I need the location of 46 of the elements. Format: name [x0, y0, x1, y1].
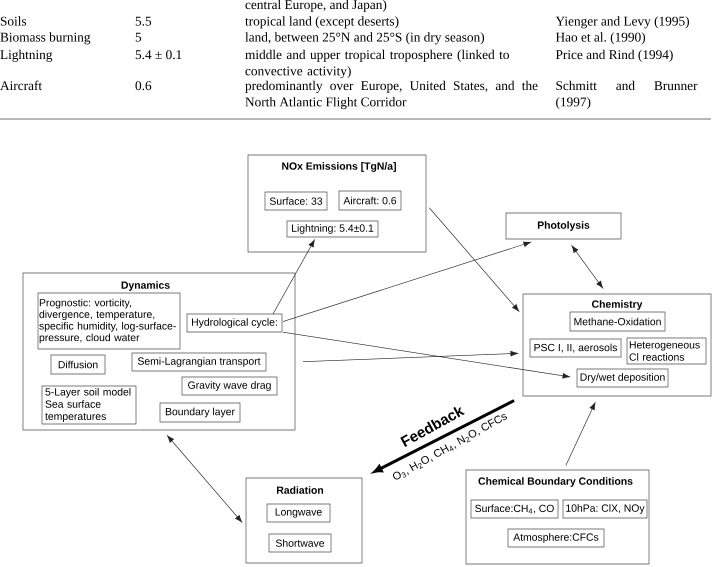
table-cell: tropical land (except deserts) [245, 16, 398, 28]
component-box: 10hPa: ClX, NOy [562, 500, 648, 518]
component-box: Longwave [266, 504, 330, 522]
component-box: Aircraft: 0.6 [338, 190, 402, 210]
table-cell: 5.5 [136, 16, 152, 26]
table-cell: Schmitt and Brunner (1997) [556, 80, 698, 110]
component-box: Prognostic: vorticity, divergence, temperature, specific humidity, log-surface-pressure, cloud water [38, 292, 180, 350]
double-arrow [167, 435, 242, 522]
component-box: Semi-Lagrangian transport [132, 352, 266, 372]
table-cell: 5 [136, 32, 142, 42]
double-arrow [572, 245, 603, 288]
table-cell: central Europe, and Japan) [246, 0, 386, 12]
component-box: Atmosphere:CFCs [508, 528, 604, 548]
component-box: Dry/wet deposition [576, 368, 668, 388]
process-box: Photolysis [506, 212, 622, 240]
component-box: Gravity wave drag [182, 376, 278, 396]
component-box: 5-Layer soil model Sea surface temperatures [42, 386, 136, 424]
component-box: Methane-Oxidation [570, 312, 666, 332]
table-cell: Hao et al. (1990) [556, 32, 646, 44]
component-box: Lightning: 5.4±0.1 [286, 220, 378, 238]
arrow [373, 399, 515, 473]
table-cell: predominantly over Europe, United States, and the North Atlantic Flight Corridor [245, 80, 538, 110]
table-cell: Yienger and Levy (1995) [556, 16, 689, 28]
arrow [302, 350, 518, 362]
table-cell: Price and Rind (1994) [556, 50, 673, 62]
table-cell: land, between 25°N and 25°S (in dry season) [245, 32, 484, 44]
arrow [282, 242, 531, 322]
arrow [272, 240, 315, 314]
table-cell: Lightning [0, 50, 52, 62]
component-box: Boundary layer [160, 402, 240, 422]
component-box: Diffusion [50, 354, 106, 374]
component-box: Hydrological cycle: [186, 314, 282, 332]
table-cell: Soils [0, 16, 26, 26]
table-cell: middle and upper tropical troposphere (linked to convective activity) [245, 50, 509, 78]
component-box: Shortwave [268, 534, 332, 552]
table-cell: Biomass burning [0, 32, 90, 44]
table-cell: Aircraft [0, 80, 42, 90]
component-box: PSC I, II, aerosols [530, 338, 622, 358]
arrow [428, 207, 520, 312]
arrow [566, 402, 596, 466]
arrow [282, 332, 570, 379]
component-box: Surface:CH$_{4}$, CO [470, 500, 558, 518]
table-cell: 5.4 ± 0.1 [136, 50, 182, 60]
component-box: Surface: 33 [264, 192, 328, 210]
component-box: Heterogeneous Cl reactions [626, 338, 706, 364]
table-cell: 0.6 [136, 81, 152, 90]
